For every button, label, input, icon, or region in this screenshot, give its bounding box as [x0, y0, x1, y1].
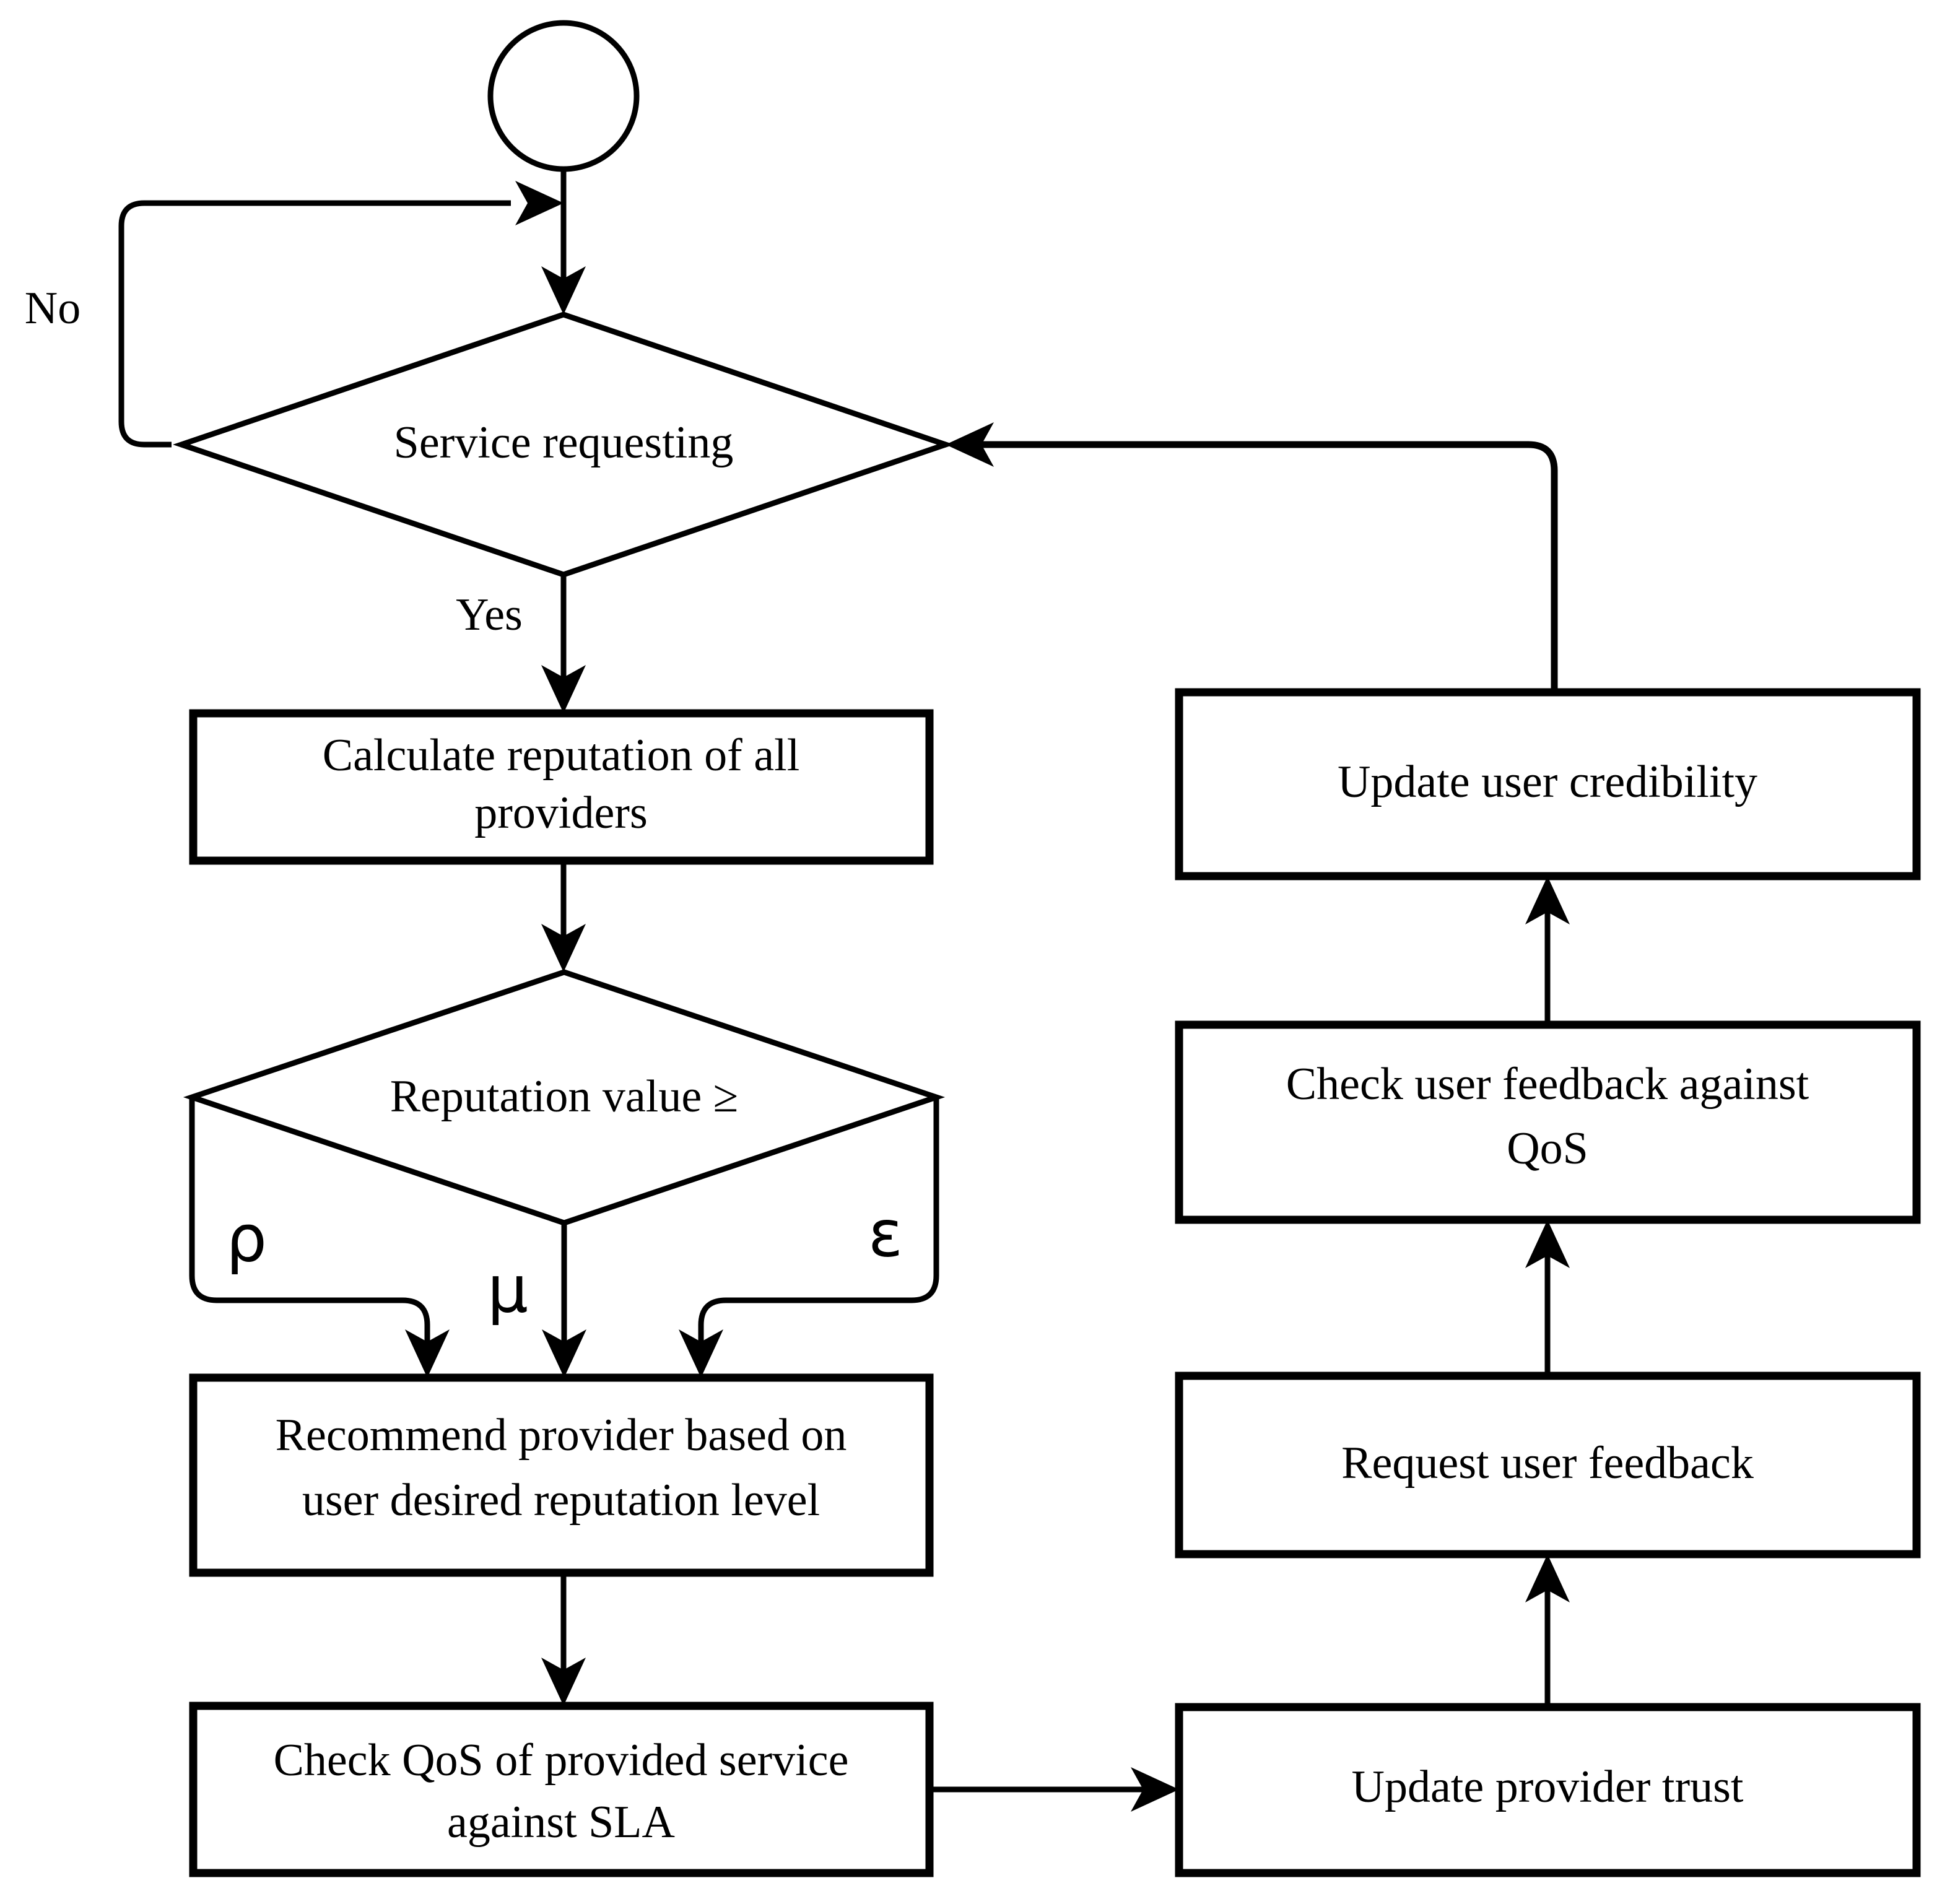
arrowhead-start-to-service-requesting [541, 266, 586, 315]
start-node-circle [487, 20, 640, 172]
edge-label-rho: ρ [226, 1201, 267, 1276]
service-requesting-label: Service requesting [394, 417, 734, 468]
arrowhead-recommend-to-check-qos [541, 1658, 586, 1706]
arrowhead-rho-branch [405, 1329, 450, 1378]
edge-label-no: No [25, 283, 81, 334]
edge-label-epsilon: ε [868, 1196, 903, 1271]
calculate-reputation-line1: Calculate reputation of all [323, 730, 800, 781]
recommend-provider-line2: user desired reputation level [302, 1475, 820, 1526]
edge-label-yes: Yes [456, 589, 523, 640]
arrowhead-calculate-to-reputation-value [541, 924, 586, 972]
edge-no-loop [118, 200, 511, 448]
update-provider-trust-label: Update provider trust [1352, 1762, 1744, 1812]
reputation-value-label: Reputation value ≥ [390, 1071, 739, 1122]
edge-credibility-to-service-requesting [978, 441, 1558, 692]
arrowhead-no-loop [515, 181, 564, 225]
arrowhead-check-qos-to-update-provider-trust [1131, 1767, 1179, 1812]
edge-label-mu: μ [487, 1251, 528, 1327]
arrowhead-epsilon-branch [679, 1329, 723, 1378]
process-calculate-reputation [189, 709, 934, 865]
check-user-feedback-line1: Check user feedback against [1286, 1059, 1809, 1110]
edge-epsilon-branch [698, 1097, 939, 1349]
check-user-feedback-line2: QoS [1507, 1123, 1588, 1174]
request-user-feedback-label: Request user feedback [1341, 1438, 1754, 1489]
process-update-user-credibility [1175, 688, 1921, 880]
check-qos-line2: against SLA [447, 1797, 675, 1848]
edge-rho-branch [189, 1097, 430, 1349]
check-qos-line1: Check QoS of provided service [274, 1735, 849, 1786]
process-check-qos [189, 1702, 934, 1877]
process-check-user-feedback [1175, 1020, 1921, 1224]
arrowhead-update-trust-to-request-feedback [1525, 1554, 1570, 1602]
arrowhead-credibility-to-service-requesting [946, 422, 994, 467]
arrowhead-yes-to-calculate-reputation [541, 665, 586, 713]
update-user-credibility-label: Update user credibility [1338, 757, 1757, 807]
calculate-reputation-line2: providers [474, 788, 648, 838]
arrowhead-check-feedback-to-update-credibility [1525, 876, 1570, 924]
arrowhead-request-feedback-to-check-feedback [1525, 1220, 1570, 1268]
process-update-provider-trust [1175, 1703, 1921, 1877]
arrowhead-mu-branch [542, 1329, 586, 1378]
recommend-provider-line1: Recommend provider based on [276, 1410, 847, 1461]
process-request-user-feedback [1175, 1371, 1921, 1558]
